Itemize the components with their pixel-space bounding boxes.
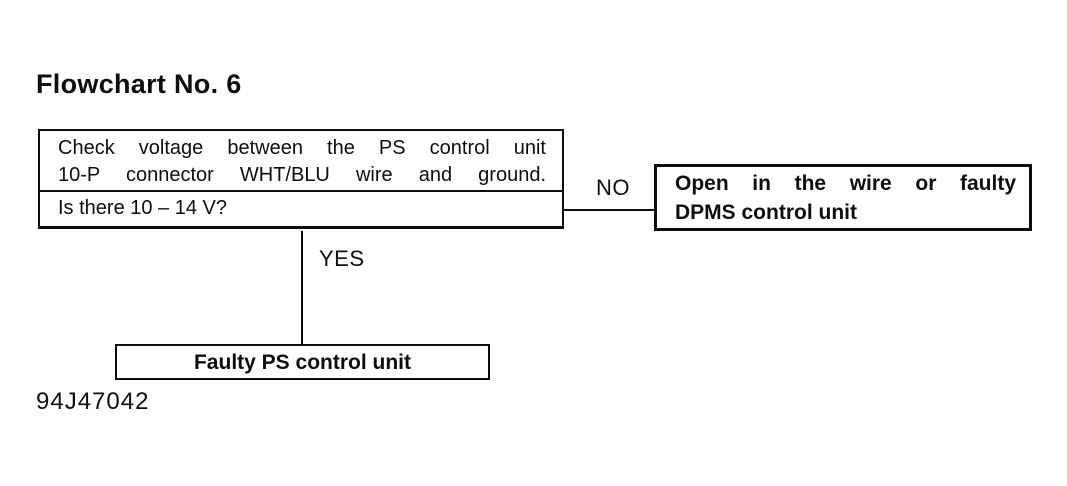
yes-branch-label: YES (319, 246, 365, 271)
page-title: Flowchart No. 6 (36, 69, 242, 99)
no-result-line-1: Open in the wire or faulty (675, 172, 1016, 195)
decision-box-instruction: Check voltage between the PS control uni… (38, 129, 564, 190)
figure-code: 94J47042 (36, 388, 150, 415)
instruction-line-2: 10-P connector WHT/BLU wire and ground. (58, 164, 546, 186)
no-branch-connector-line (564, 209, 654, 211)
no-result-line-2: DPMS control unit (675, 201, 857, 224)
no-branch-label: NO (596, 175, 630, 200)
yes-result-text: Faulty PS control unit (193, 351, 411, 374)
result-box-yes: Faulty PS control unit (115, 344, 490, 380)
yes-branch-connector-line (301, 231, 303, 344)
instruction-line-1: Check voltage between the PS control uni… (58, 137, 546, 159)
decision-box-question: Is there 10 – 14 V? (38, 190, 564, 229)
question-text: Is there 10 – 14 V? (58, 197, 228, 219)
result-box-no: Open in the wire or faulty DPMS control … (654, 164, 1032, 231)
